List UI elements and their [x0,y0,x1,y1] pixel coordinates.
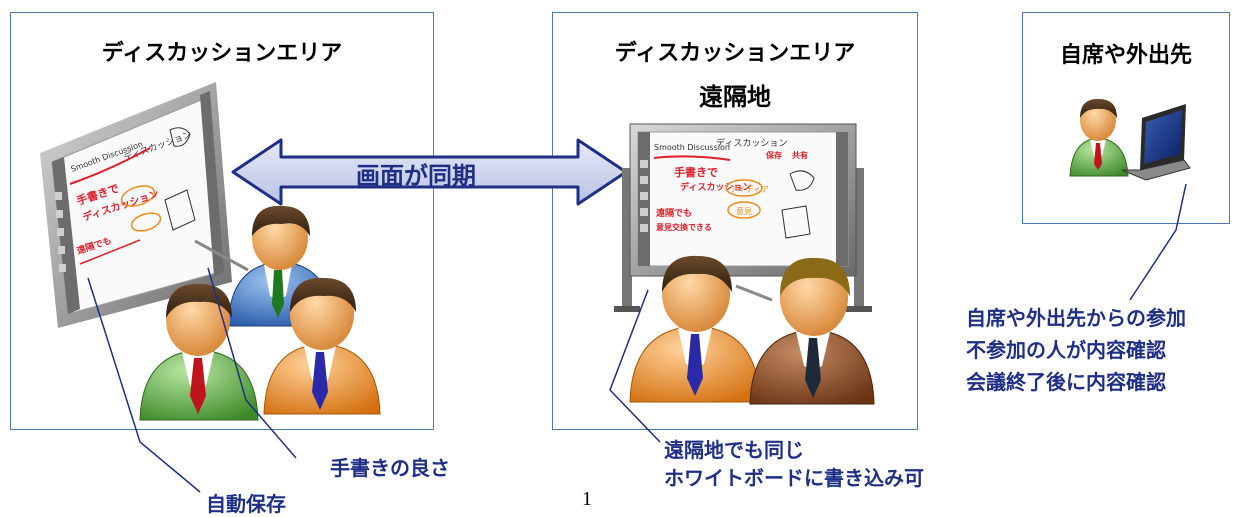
remote-board-note-remote: 遠隔でも [656,207,692,219]
remote-caption-line1: 遠隔地でも同じ [664,438,804,462]
remote-board-note-handwrite2: ディスカッション [680,181,751,193]
handwriting-caption: 手書きの良さ [330,456,450,480]
remote-board-note-handwrite: 手書きで [674,165,718,179]
person-icon [263,277,381,415]
person-icon [1069,98,1129,177]
remote-area-title: ディスカッションエリア [614,41,856,66]
callout-line-autosave [87,277,201,493]
callout-line-offsite [1129,183,1187,301]
remote-board-note-discussion: ディスカッション [716,137,787,149]
local-area-title: ディスカッションエリア [101,41,343,66]
offsite-caption-line3: 会議終了後に内容確認 [966,370,1166,394]
offsite-area-title: 自席や外出先 [1059,43,1192,68]
person-icon [139,283,259,421]
whiteboard-icon: Smooth Discussion ディスカッション 手書きで ディスカッション… [40,82,249,328]
remote-caption-line2: ホワイトボードに書き込み可 [664,466,924,490]
person-icon [749,257,875,405]
remote-board-note-idea: アイディア [730,184,769,194]
remote-area-subtitle: 遠隔地 [699,83,771,111]
callout-line-remote [609,289,661,443]
offsite-caption-line2: 不参加の人が内容確認 [966,338,1166,362]
laptop-icon [1121,104,1191,181]
offsite-area: 自席や外出先 [1022,12,1230,224]
remote-board-header: Smooth Discussion [654,143,730,152]
remote-board-note-remote2: 意見交換できる [656,222,712,232]
autosave-caption: 自動保存 [206,492,286,516]
sync-arrow-label: 画面が同期 [356,162,476,190]
person-icon [629,255,761,403]
whiteboard-icon: Smooth Discussion ディスカッション 保存 共有 手書きで ディ… [614,123,872,312]
remote-board-note-save: 保存 [765,150,782,160]
callout-lines [87,183,1187,493]
remote-board-note-meaning: 意見 [736,206,752,216]
remote-board-note-share: 共有 [792,150,808,160]
page-number: 1 [582,488,592,510]
offsite-caption-line1: 自席や外出先からの参加 [966,306,1186,330]
callout-line-handwriting [207,267,297,459]
